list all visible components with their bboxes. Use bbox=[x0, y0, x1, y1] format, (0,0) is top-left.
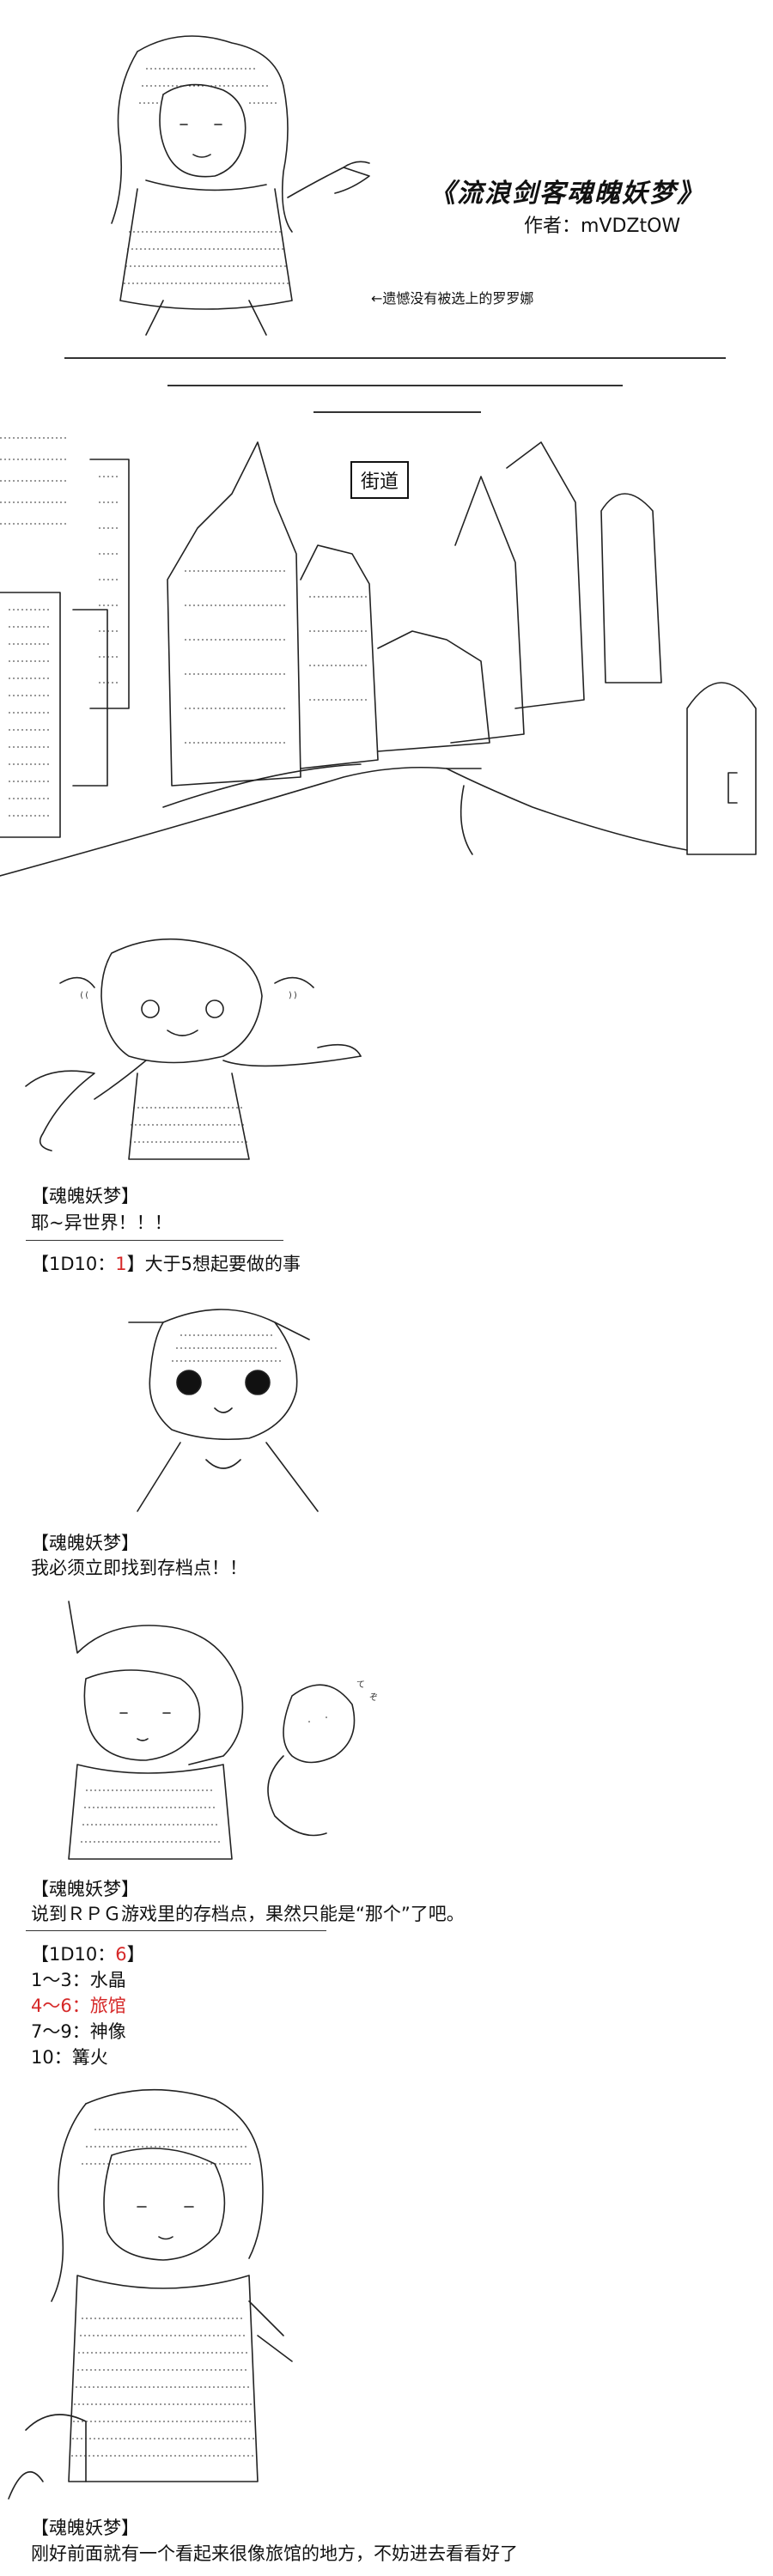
youmu-art-walking bbox=[0, 2078, 395, 2507]
street-scene-art bbox=[0, 425, 773, 884]
youmu-art-chibi bbox=[77, 1288, 335, 1520]
dialogue-3-text: 说到ＲＰＧ游戏里的存档点，果然只能是“那个”了吧。 bbox=[31, 1904, 465, 1924]
dialogue-4-speaker: 【魂魄妖梦】 bbox=[31, 2518, 139, 2538]
dialogue-2-speaker: 【魂魄妖梦】 bbox=[31, 1533, 139, 1553]
dice-option-1: 1～3：水晶 bbox=[31, 1970, 126, 1990]
dice-roll-1-prefix: 【1D10： bbox=[31, 1254, 116, 1274]
svg-text:て: て bbox=[356, 1680, 365, 1690]
dialogue-2-text: 我必须立即找到存档点！！ bbox=[31, 1558, 247, 1578]
dice-roll-2-suffix: 】 bbox=[126, 1944, 145, 1965]
dice-option-2-selected: 4～6：旅馆 bbox=[31, 1996, 126, 2016]
dice-roll-1-value: 1 bbox=[115, 1254, 127, 1274]
header-art-rorona bbox=[86, 17, 395, 343]
dice-option-4: 10：篝火 bbox=[31, 2047, 108, 2068]
header-divider-3 bbox=[313, 411, 481, 413]
dice-roll-1-suffix: 】大于5想起要做的事 bbox=[126, 1254, 301, 1274]
dialogue-1-text: 耶~异世界！！！ bbox=[31, 1212, 173, 1233]
page-title: 《流浪剑客魂魄妖梦》 bbox=[429, 179, 704, 209]
divider-1 bbox=[26, 1240, 283, 1241]
divider-2 bbox=[26, 1930, 326, 1931]
svg-text:)): )) bbox=[288, 991, 298, 1000]
header-divider-1 bbox=[64, 357, 726, 359]
dialogue-3-speaker: 【魂魄妖梦】 bbox=[31, 1879, 139, 1899]
rorona-note: ←遗憾没有被选上的罗罗娜 bbox=[371, 290, 534, 307]
dice-option-3: 7～9：神像 bbox=[31, 2021, 126, 2042]
svg-text:((: (( bbox=[79, 991, 89, 1000]
dice-roll-1: 【1D10：1】大于5想起要做的事 bbox=[31, 1250, 301, 1276]
location-label: 街道 bbox=[350, 461, 410, 499]
author-credit: 作者：mVDZtOW bbox=[524, 216, 681, 237]
dice-roll-2-value: 6 bbox=[115, 1944, 127, 1965]
dialogue-1-speaker: 【魂魄妖梦】 bbox=[31, 1186, 139, 1206]
youmu-art-phantom: て ぞ bbox=[17, 1584, 412, 1868]
svg-text:ぞ: ぞ bbox=[369, 1692, 378, 1703]
youmu-art-cheer: (( )) bbox=[0, 902, 395, 1176]
dice-roll-2-prefix: 【1D10： bbox=[31, 1944, 116, 1965]
dialogue-4-text: 刚好前面就有一个看起来很像旅馆的地方，不妨进去看看好了 bbox=[31, 2543, 518, 2564]
header-divider-2 bbox=[167, 385, 623, 386]
dice-roll-2: 【1D10：6】 bbox=[31, 1941, 145, 1966]
